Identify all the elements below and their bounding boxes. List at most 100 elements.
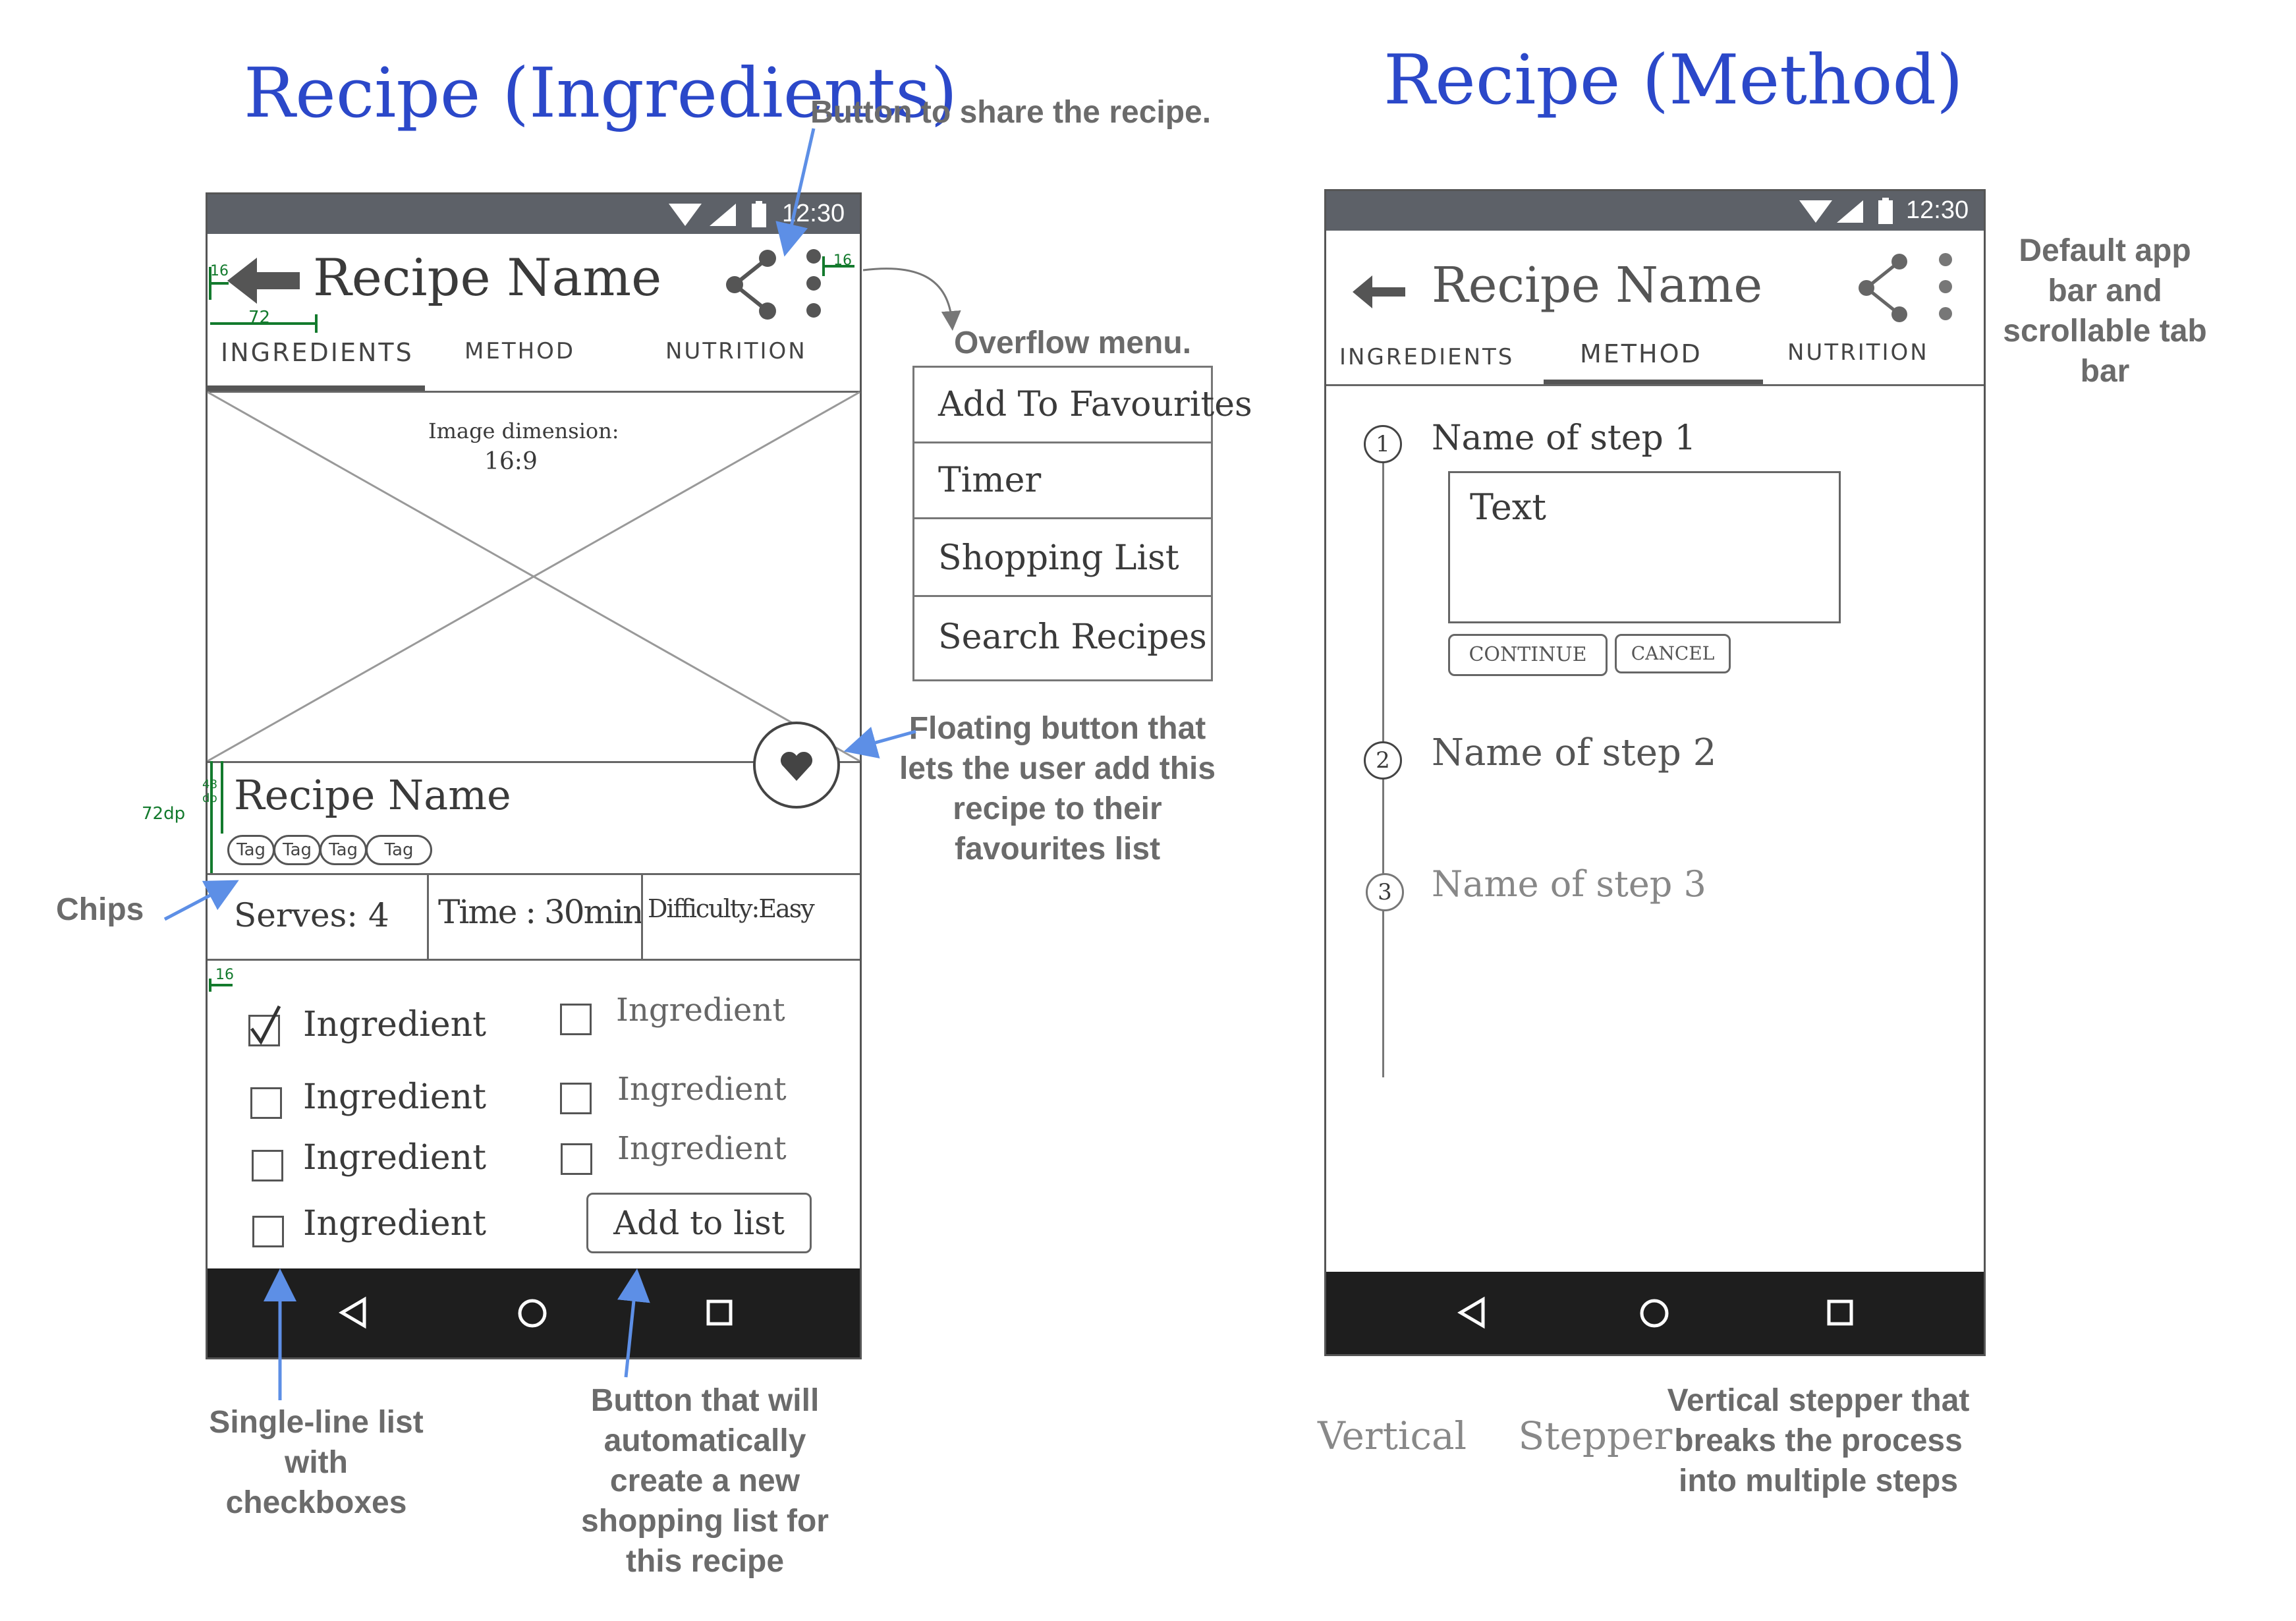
- ingredient-label: Ingredient: [617, 1071, 787, 1108]
- tab-ingredients[interactable]: INGREDIENTS: [221, 338, 414, 367]
- text-field-value: Text: [1470, 486, 1546, 528]
- divider: [208, 873, 860, 875]
- divider: [208, 959, 860, 961]
- dim-72: 72: [248, 308, 271, 327]
- annotation-floating: Floating button that lets the user add t…: [899, 711, 1216, 867]
- tab-ingredients[interactable]: INGREDIENTS: [1339, 344, 1515, 370]
- height-markers: [210, 761, 223, 874]
- add-to-list-button[interactable]: Add to list: [586, 1193, 812, 1253]
- back-nav-icon[interactable]: [1457, 1296, 1485, 1329]
- image-ratio: 16:9: [484, 448, 538, 475]
- overflow-menu-icon[interactable]: [804, 247, 824, 320]
- method-screen: 12:30 Recipe Name INGREDIENTS METHOD NUT…: [1324, 189, 1986, 1356]
- ingredient-checkbox[interactable]: [250, 1087, 282, 1119]
- ingredient-checkbox[interactable]: [252, 1150, 283, 1181]
- annotation-single-line: Single-line list with checkboxes: [209, 1405, 424, 1520]
- recipe-name: Recipe Name: [234, 771, 511, 819]
- vertical-stepper-label: Vertical Stepper: [1318, 1413, 1673, 1458]
- battery-icon: [752, 201, 766, 227]
- step-2-name[interactable]: Name of step 2: [1432, 731, 1717, 774]
- recipe-image-placeholder: [207, 391, 860, 762]
- annotation-share: Button to share the recipe.: [810, 95, 1212, 130]
- ingredients-screen: 12:30 Recipe Name 16 72 16 16 INGREDIENT…: [142, 192, 862, 1359]
- recents-nav-icon[interactable]: [1827, 1299, 1853, 1326]
- difficulty-info: Difficulty:Easy: [648, 894, 815, 923]
- ingredient-checkbox[interactable]: [561, 1143, 592, 1175]
- image-note: Image dimension:: [428, 418, 619, 443]
- heading-ingredients: Recipe (Ingredients): [244, 53, 958, 133]
- tab-indicator: [1544, 380, 1763, 384]
- menu-item-add-to-favourites[interactable]: Add To Favourites: [914, 368, 1252, 443]
- navigation-bar: [208, 1268, 860, 1357]
- divider: [1326, 384, 1984, 386]
- heading-method: Recipe (Method): [1384, 40, 1963, 120]
- status-bar: 12:30: [1326, 191, 1984, 231]
- dim-16-list: 16: [215, 967, 234, 983]
- step-number-3: 3: [1366, 873, 1404, 911]
- recents-nav-icon[interactable]: [706, 1299, 733, 1326]
- home-nav-icon[interactable]: [1639, 1298, 1669, 1328]
- dim-72dp: 72dp: [142, 804, 186, 824]
- ingredient-label: Ingredient: [616, 992, 785, 1029]
- favourite-fab[interactable]: [753, 722, 840, 809]
- check-icon: [250, 1005, 281, 1045]
- tab-method[interactable]: METHOD: [464, 338, 576, 364]
- dim-16-left: 16: [210, 263, 229, 279]
- ingredient-checkbox[interactable]: [560, 1004, 592, 1035]
- cancel-button[interactable]: CANCEL: [1615, 634, 1731, 673]
- dim-48dp: 48 dp: [202, 778, 217, 805]
- time-info: Time : 30min: [438, 893, 644, 931]
- overflow-menu: Add To Favourites Timer Shopping List Se…: [912, 366, 1252, 681]
- ingredient-label: Ingredient: [617, 1130, 787, 1167]
- serves-info: Serves: 4: [234, 896, 389, 934]
- menu-item-timer[interactable]: Timer: [914, 443, 1211, 519]
- ingredient-checkbox[interactable]: [248, 1005, 281, 1046]
- app-bar-title: Recipe Name: [313, 248, 662, 308]
- ingredient-label: Ingredient: [303, 1005, 487, 1044]
- back-arrow-icon[interactable]: [227, 258, 300, 304]
- annotation-chips: Chips: [56, 892, 144, 927]
- ingredient-checkbox[interactable]: [252, 1216, 284, 1247]
- step-text-field[interactable]: Text: [1448, 471, 1841, 623]
- continue-button[interactable]: CONTINUE: [1448, 634, 1608, 676]
- wifi-icon: [669, 204, 702, 226]
- step-number-1: 1: [1364, 425, 1402, 463]
- overflow-menu-icon[interactable]: [1936, 250, 1955, 323]
- heart-icon: [780, 751, 813, 781]
- annotation-overflow: Overflow menu.: [953, 326, 1192, 360]
- signal-icon: [710, 204, 736, 226]
- status-bar: 12:30: [208, 194, 860, 234]
- home-nav-icon[interactable]: [517, 1298, 547, 1328]
- ingredient-checkbox[interactable]: [560, 1083, 592, 1114]
- share-icon[interactable]: [721, 248, 781, 321]
- back-arrow-icon[interactable]: [1353, 275, 1405, 308]
- tab-nutrition[interactable]: NUTRITION: [1787, 339, 1929, 366]
- ingredient-label: Ingredient: [303, 1204, 487, 1243]
- share-icon[interactable]: [1853, 252, 1913, 324]
- divider: [427, 873, 429, 959]
- divider: [208, 761, 860, 763]
- ingredient-label: Ingredient: [303, 1077, 487, 1117]
- step-1-name[interactable]: Name of step 1: [1432, 418, 1696, 458]
- ingredient-label: Ingredient: [303, 1138, 487, 1178]
- status-time: 12:30: [1906, 196, 1969, 224]
- back-nav-icon[interactable]: [339, 1296, 366, 1329]
- wifi-icon: [1799, 200, 1832, 223]
- annotation-vertical-stepper: Vertical stepper that breaks the process…: [1667, 1383, 1970, 1498]
- navigation-bar: [1326, 1272, 1984, 1354]
- step-3-name[interactable]: Name of step 3: [1432, 863, 1706, 905]
- chip[interactable]: Tag: [366, 835, 432, 865]
- divider: [208, 391, 860, 393]
- step-number-2: 2: [1364, 741, 1402, 780]
- annotation-add-button: Button that will automatically create a …: [581, 1383, 829, 1579]
- tab-nutrition[interactable]: NUTRITION: [665, 338, 807, 364]
- menu-item-shopping-list[interactable]: Shopping List: [914, 521, 1211, 597]
- annotation-default-bar: Default app bar and scrollable tab bar: [2003, 233, 2207, 389]
- dimension-markers: [209, 256, 854, 992]
- tab-method[interactable]: METHOD: [1580, 339, 1702, 368]
- divider: [641, 873, 643, 959]
- signal-icon: [1837, 200, 1863, 223]
- menu-item-search-recipes[interactable]: Search Recipes: [938, 617, 1207, 657]
- tab-indicator: [208, 385, 425, 391]
